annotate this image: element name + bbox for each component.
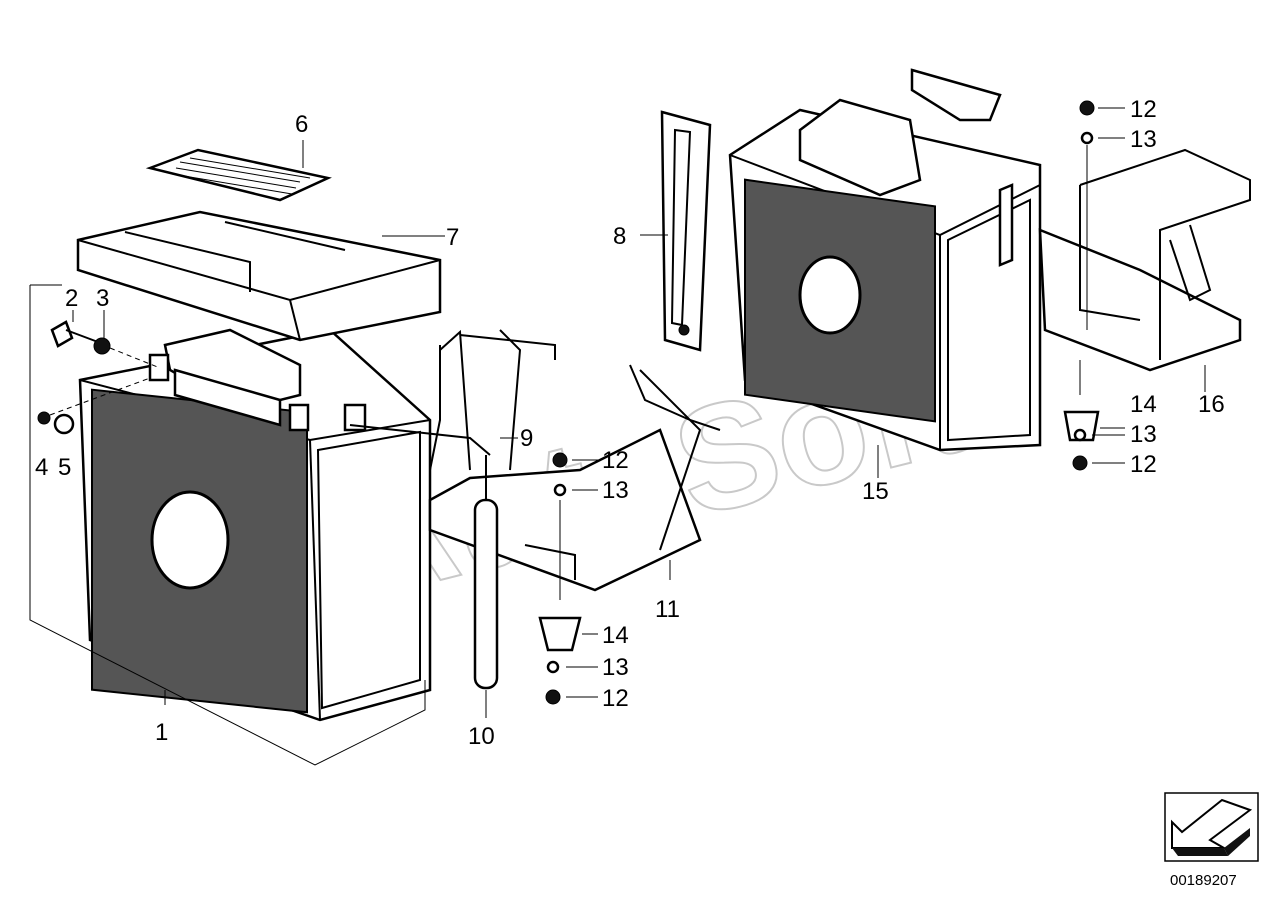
battery-left <box>78 328 432 722</box>
callout-10: 10 <box>468 723 495 750</box>
callout-12-right-top: 12 <box>1130 96 1157 123</box>
callout-14-right: 14 <box>1130 391 1157 418</box>
mount-set-right <box>1063 100 1125 471</box>
callout-15: 15 <box>862 478 889 505</box>
callout-6: 6 <box>295 111 308 138</box>
callout-5: 5 <box>58 454 71 481</box>
battery-cover <box>76 210 445 342</box>
reference-code: 00189207 <box>1170 872 1237 889</box>
decal-plate <box>145 140 332 202</box>
callout-12-center-bottom: 12 <box>602 685 629 712</box>
callout-13-right-top: 13 <box>1130 126 1157 153</box>
callout-13-center-bottom: 13 <box>602 654 629 681</box>
bolt-and-washers <box>37 310 161 435</box>
callout-1: 1 <box>155 719 168 746</box>
callout-7: 7 <box>446 224 459 251</box>
callout-13-center-top: 13 <box>602 477 629 504</box>
vent-hose <box>349 424 518 718</box>
callout-13-right-bottom: 13 <box>1130 421 1157 448</box>
callout-3: 3 <box>96 285 109 312</box>
callout-12-right-bottom: 12 <box>1130 451 1157 478</box>
callout-12-center-top: 12 <box>602 447 629 474</box>
strap <box>640 110 712 352</box>
carrier-bracket <box>1038 148 1251 392</box>
mount-set-center <box>538 452 598 705</box>
direction-arrow-icon <box>1171 798 1253 849</box>
callout-2: 2 <box>65 285 78 312</box>
callout-14-center: 14 <box>602 622 629 649</box>
callout-11: 11 <box>655 596 680 623</box>
bracket-line-1 <box>29 284 426 766</box>
callout-4: 4 <box>35 454 48 481</box>
callout-16: 16 <box>1198 391 1225 418</box>
battery-right <box>728 68 1042 478</box>
callout-8: 8 <box>613 223 626 250</box>
orientation-arrow-box <box>1164 792 1259 862</box>
callout-9: 9 <box>520 425 533 452</box>
